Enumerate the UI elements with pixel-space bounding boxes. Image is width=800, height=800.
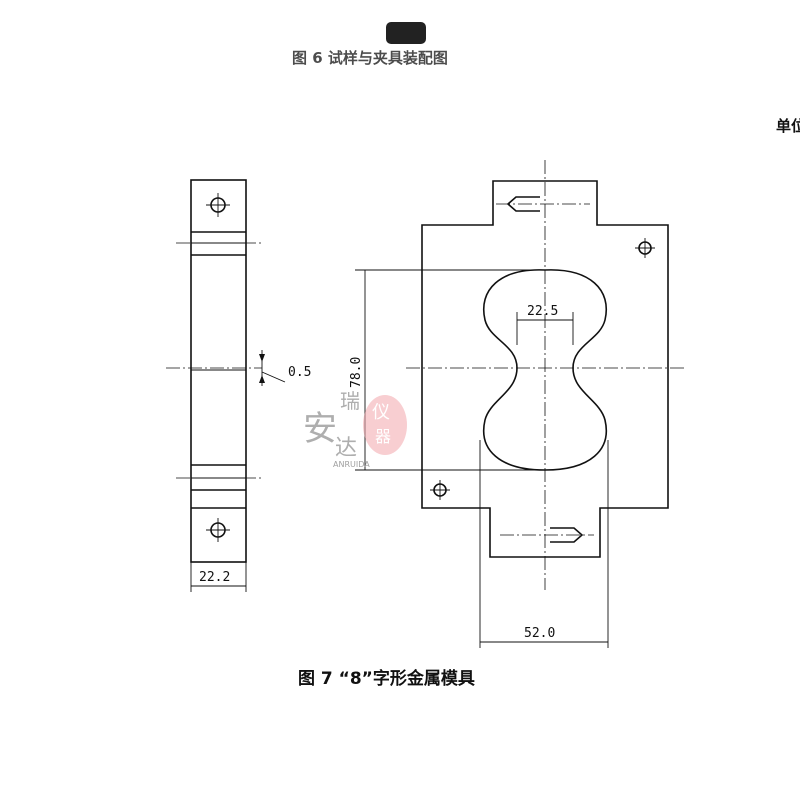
watermark-logo: 安 达 瑞 仪 器 ANRUIDA [303, 389, 407, 469]
unit-label: 单位 [776, 117, 800, 135]
pin-icon [550, 527, 584, 543]
neck-width-dimension: 22.5 [527, 304, 558, 319]
cavity-width-dimension: 52.0 [524, 626, 555, 641]
scroll-handle[interactable] [386, 22, 426, 44]
figure-caption: 图 7 “8”字形金属模具 [298, 668, 475, 689]
offset-dimension: 0.5 [288, 365, 311, 380]
cavity-height-dimension: 78.0 [349, 357, 364, 388]
svg-text:瑞: 瑞 [340, 389, 360, 413]
svg-text:仪: 仪 [372, 402, 390, 423]
side-view: 0.5 22.2 [166, 179, 311, 592]
front-view: 78.0 22.5 52.0 [349, 160, 684, 648]
svg-text:器: 器 [375, 427, 391, 446]
side-width-dimension: 22.2 [199, 570, 230, 585]
svg-text:达: 达 [335, 436, 357, 461]
previous-figure-caption: 图 6 试样与夹具装配图 [292, 49, 448, 67]
svg-text:ANRUIDA: ANRUIDA [333, 460, 370, 469]
svg-text:安: 安 [303, 409, 337, 449]
